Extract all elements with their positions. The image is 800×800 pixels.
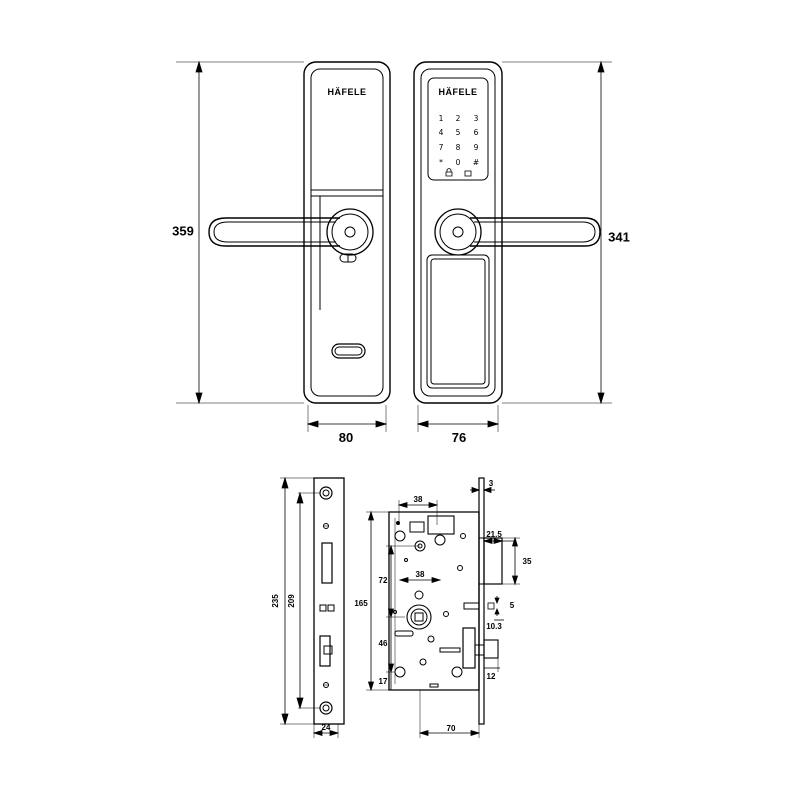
brand-logo-right: HÄFELE: [439, 87, 478, 97]
faceplate-view: [313, 477, 345, 725]
mortise-dimensions: [366, 478, 520, 738]
top-dimensions: [176, 60, 612, 432]
dim-latch-height: 35: [523, 557, 532, 566]
brand-logo-left: HÄFELE: [328, 87, 367, 97]
latch-bolt: [483, 537, 503, 585]
keypad-key: 3: [474, 114, 479, 123]
dim-backset-mid: 38: [416, 570, 425, 579]
keypad-key: 5: [456, 128, 461, 137]
keypad-key: 8: [456, 143, 461, 152]
dim-faceplate-hole-spacing: 209: [287, 594, 296, 608]
keypad-key: 1: [439, 114, 444, 123]
dim-bolt-depth: 10.3: [486, 622, 502, 631]
dimension-labels: 359 341 80 76 235 209 24 38 3 21.5 35 16…: [172, 223, 630, 733]
keyhole-icon: [344, 226, 356, 238]
dim-backset-top: 38: [414, 495, 423, 504]
keypad-key: 9: [474, 143, 479, 152]
dim-bolt-offset: 5: [510, 601, 515, 610]
dim-cylinder-offset: 46: [379, 639, 388, 648]
dim-right-height: 341: [608, 229, 630, 244]
dim-handle-to-cylinder: 72: [379, 576, 388, 585]
outside-keypad-view: [413, 61, 601, 404]
keypad-key: *: [439, 158, 443, 167]
keypad-key: 2: [456, 114, 461, 123]
deadbolt: [462, 627, 476, 669]
keypad: 1 2 3 4 5 6 7 8 9 * 0 #: [439, 114, 480, 167]
card-icon: [464, 170, 472, 177]
dim-faceplate-thickness: 3: [489, 479, 494, 488]
keypad-key: 7: [439, 143, 444, 152]
dim-body-height: 165: [354, 599, 368, 608]
lever-handle-left: [208, 217, 340, 247]
faceplate-dimensions: [280, 476, 340, 738]
dim-left-height: 359: [172, 223, 194, 238]
deadbolt-slot: [319, 635, 331, 667]
dim-bottom-offset: 17: [379, 677, 388, 686]
dim-left-width: 80: [339, 430, 353, 445]
lock-icon: [445, 168, 453, 177]
keypad-key: 0: [456, 158, 461, 167]
mortise-body: [388, 477, 503, 725]
keypad-key: 6: [474, 128, 479, 137]
dim-faceplate-width: 24: [322, 723, 331, 732]
dim-faceplate-height: 235: [271, 594, 280, 608]
dim-right-width: 76: [452, 430, 466, 445]
battery-slot: [331, 343, 366, 359]
dim-latch-depth: 21.5: [486, 530, 502, 539]
inside-handle-view: [208, 61, 391, 404]
lever-handle-right: [470, 217, 601, 247]
latch-slot: [321, 542, 333, 584]
keypad-key: #: [473, 158, 479, 167]
dim-backset-bottom: 70: [447, 724, 456, 733]
dim-deadbolt: 12: [487, 672, 496, 681]
keypad-key: 4: [439, 128, 444, 137]
